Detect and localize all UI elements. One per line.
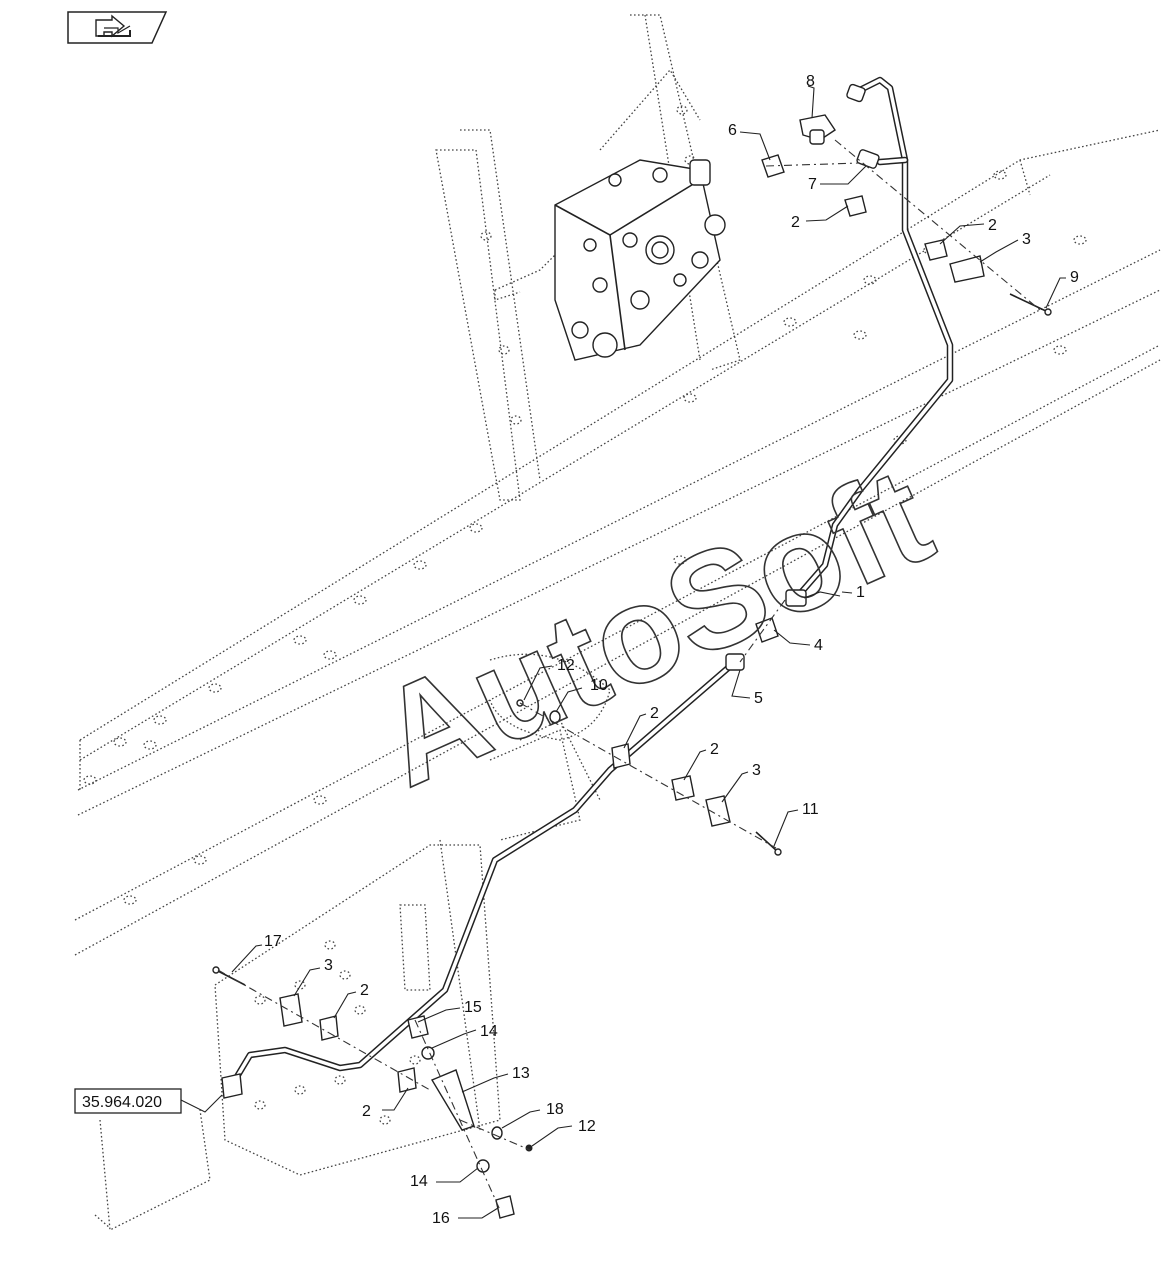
callout-2: 2 [360,982,369,999]
callouts: 1 2 2 2 2 2 2 3 3 3 4 5 6 7 8 9 10 11 12… [264,73,1079,1227]
callout-2: 2 [362,1103,371,1120]
callout-2: 2 [710,741,719,758]
callout-8: 8 [806,73,815,90]
control-valve-block [554,159,726,361]
callout-14: 14 [410,1173,428,1190]
callout-15: 15 [464,999,482,1016]
callout-3: 3 [1022,231,1031,248]
frame-rail [74,129,1161,956]
callout-2: 2 [650,705,659,722]
callout-18: 18 [546,1101,564,1118]
reference-number: 35.964.020 [82,1094,162,1111]
callout-3: 3 [752,762,761,779]
callout-12: 12 [578,1118,596,1135]
callout-2: 2 [988,217,997,234]
rail-holes [83,170,1087,905]
callout-4: 4 [814,637,823,654]
callout-9: 9 [1070,269,1079,286]
callout-12: 12 [557,657,575,674]
callout-6: 6 [728,122,737,139]
frame-upright [435,14,741,501]
callout-1: 1 [856,584,865,601]
callout-5: 5 [754,690,763,707]
callout-2: 2 [791,214,800,231]
callout-13: 13 [512,1065,530,1082]
leader-lines [231,85,1066,1219]
assembly-lines [217,139,1041,1211]
callout-10: 10 [590,677,608,694]
navigation-arrow-icon [95,14,131,38]
callout-11: 11 [802,801,819,818]
callout-17: 17 [264,933,282,950]
pipe-1 [794,76,954,600]
pipe-5 [228,658,739,1089]
callout-16: 16 [432,1210,450,1227]
reference-link[interactable]: 35.964.020 [74,1088,223,1114]
watermark: AutoSoft [357,438,952,816]
callout-7: 7 [808,176,817,193]
callout-3: 3 [324,957,333,974]
navigation-button[interactable] [67,11,168,44]
callout-14: 14 [480,1023,498,1040]
fittings [212,83,1052,1219]
